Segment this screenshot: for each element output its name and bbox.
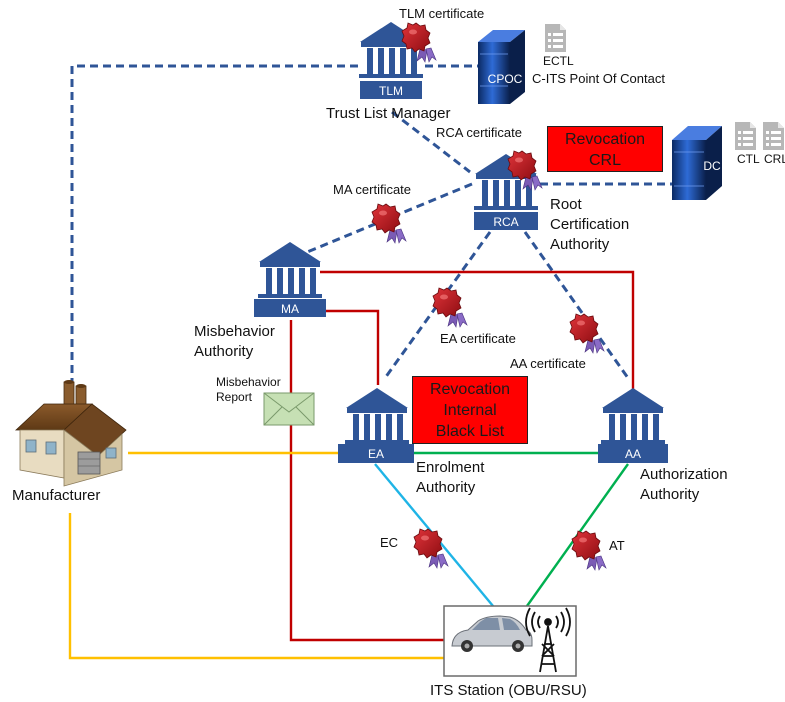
aa-certificate-seal-icon	[569, 313, 605, 354]
revocation-internal-line-2: Internal	[443, 402, 497, 419]
car-icon	[451, 615, 533, 652]
rca-badge	[474, 212, 538, 230]
rca-label: Root Certification Authority	[550, 195, 629, 255]
rca-badge-text: RCA	[493, 215, 518, 229]
rca-label-line-2: Certification	[550, 216, 630, 233]
ec-label: EC	[380, 535, 399, 550]
dc-badge-text: DC	[703, 159, 721, 173]
aa-label-line-1: Authorization	[640, 466, 728, 483]
revocation-internal-line-1: Revocation	[429, 381, 511, 398]
ma-label: Misbehavior Authority	[194, 322, 275, 362]
revocation-crl-line-1: Revocation	[564, 131, 646, 148]
ma-label-line-1: Misbehavior	[194, 323, 275, 340]
ea-label: Enrolment Authority	[416, 458, 484, 498]
tlm-badge-text: TLM	[379, 84, 403, 98]
factory-icon	[14, 380, 127, 487]
at-certificate-seal-icon	[571, 530, 607, 571]
tlm-manufacturer-dashed-line	[70, 64, 358, 393]
rca-certificate-label: RCA certificate	[436, 125, 522, 140]
dc-server-icon	[672, 126, 722, 200]
ctl-label: CTL	[737, 152, 760, 166]
ectl-label: ECTL	[543, 54, 574, 68]
manufacturer-label: Manufacturer	[12, 487, 101, 504]
tlm-rca-dashed-line	[391, 110, 471, 174]
ma-badge-text: MA	[281, 302, 299, 316]
manufacturer-its-orange-line	[68, 513, 444, 660]
crl-document-icon	[763, 122, 784, 150]
ea-building-icon	[345, 388, 409, 444]
misbehavior-report-envelope-icon	[263, 392, 315, 426]
misbehavior-report-label: Misbehavior Report	[216, 375, 281, 405]
ma-ea-red-line	[325, 309, 380, 385]
rca-ea-dashed-line	[383, 231, 492, 379]
ectl-document-icon	[545, 24, 566, 52]
ma-certificate-label: MA certificate	[333, 182, 412, 197]
antenna-tower-icon	[525, 607, 571, 673]
ea-label-line-1: Enrolment	[416, 459, 485, 476]
tlm-certificate-label: TLM certificate	[399, 6, 485, 21]
revocation-crl-line-2: CRL	[588, 152, 621, 169]
tlm-badge	[360, 81, 422, 99]
cpoc-badge-text: CPOC	[488, 72, 523, 86]
tlm-label: Trust List Manager	[326, 105, 451, 122]
rca-label-line-1: Root	[550, 196, 582, 213]
aa-certificate-label: AA certificate	[510, 356, 586, 371]
cpoc-server-icon	[478, 30, 525, 104]
crl-label: CRL	[764, 152, 785, 166]
aa-building-icon	[601, 388, 665, 444]
cpoc-label: C-ITS Point Of Contact	[532, 71, 665, 86]
misbehavior-report-line-1: Misbehavior	[216, 375, 281, 389]
tlm-certificate-seal-icon	[401, 22, 437, 63]
ma-certificate-seal-icon	[371, 203, 407, 244]
ea-badge-text: EA	[368, 447, 384, 461]
revocation-internal-box: Revocation Internal Black List	[412, 376, 528, 444]
rca-aa-dashed-line	[523, 231, 630, 379]
ea-certificate-seal-icon	[432, 287, 468, 328]
at-label: AT	[609, 538, 625, 553]
ctl-document-icon	[735, 122, 756, 150]
ma-its-red-line	[289, 320, 444, 642]
revocation-internal-line-3: Black List	[435, 423, 505, 440]
misbehavior-report-line-2: Report	[216, 390, 253, 404]
ea-certificate-label: EA certificate	[440, 331, 516, 346]
ma-aa-red-line	[320, 270, 635, 390]
ec-certificate-seal-icon	[413, 528, 449, 569]
aa-badge-text: AA	[625, 447, 641, 461]
ma-label-line-2: Authority	[194, 343, 254, 360]
aa-label-line-2: Authority	[640, 486, 700, 503]
rca-label-line-3: Authority	[550, 236, 610, 253]
rca-certificate-seal-icon	[507, 150, 543, 191]
aa-label: Authorization Authority	[640, 465, 728, 505]
its-station-label: ITS Station (OBU/RSU)	[430, 682, 587, 699]
ma-badge	[254, 299, 326, 317]
aa-badge	[598, 444, 668, 463]
ea-label-line-2: Authority	[416, 479, 476, 496]
ea-badge	[338, 444, 414, 463]
revocation-crl-box: Revocation CRL	[547, 126, 663, 172]
